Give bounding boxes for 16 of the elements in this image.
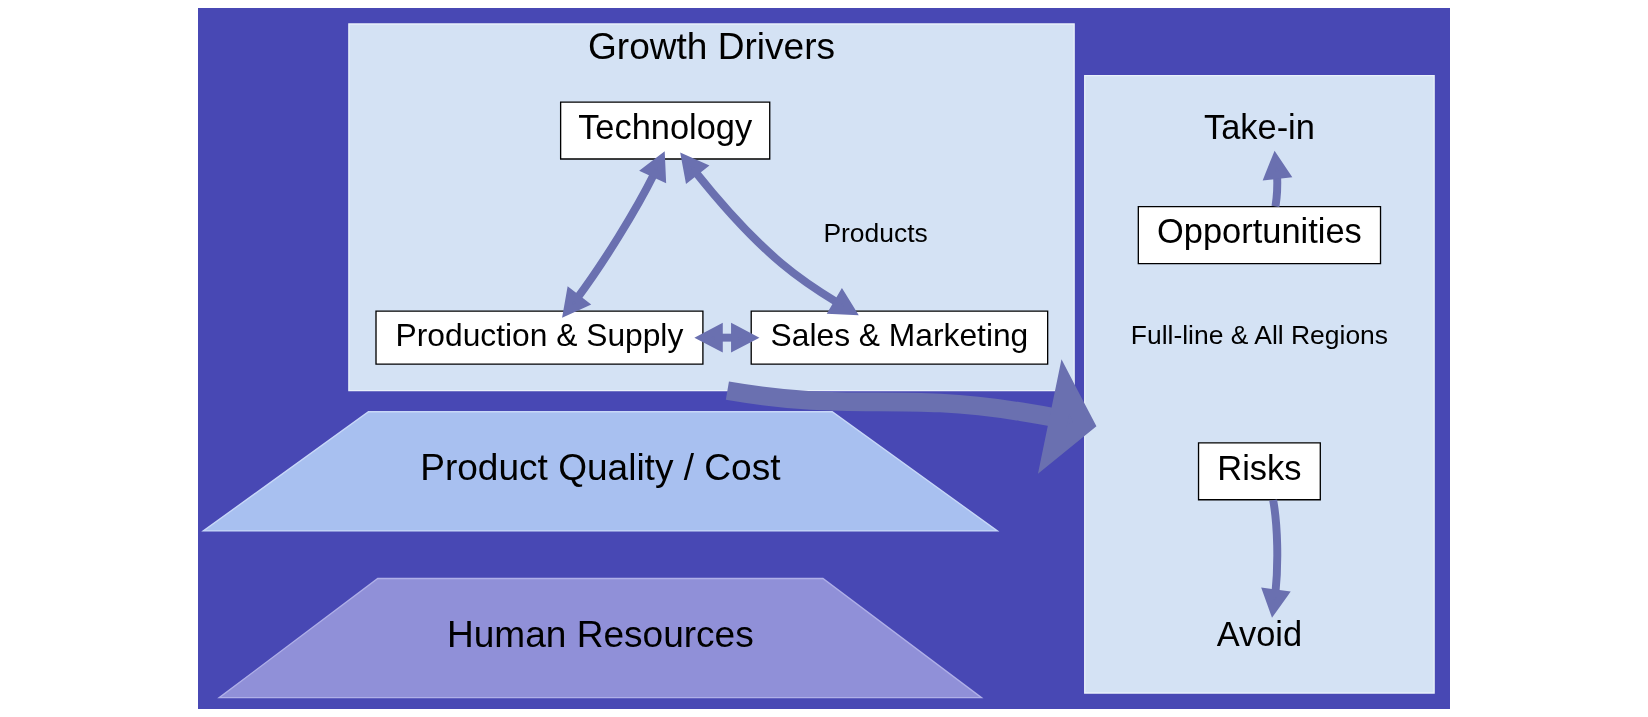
node-box: Production & Supply [375,310,704,365]
node-box: Risks [1197,442,1321,501]
arrow [1262,150,1293,207]
arrow [562,151,667,318]
node-text: Avoid [1216,615,1303,654]
node-box: Opportunities [1137,205,1382,265]
cluster [1084,74,1435,694]
arrow [725,359,1097,474]
arrow [694,322,760,353]
node-box: Technology [559,101,771,160]
node-box: Sales & Marketing [750,310,1049,365]
arrow [1261,499,1291,618]
label: Products [823,217,928,248]
arrow [680,152,859,316]
label: Full-line & All Regions [1130,320,1389,351]
node-text: Take-in [1203,107,1315,146]
